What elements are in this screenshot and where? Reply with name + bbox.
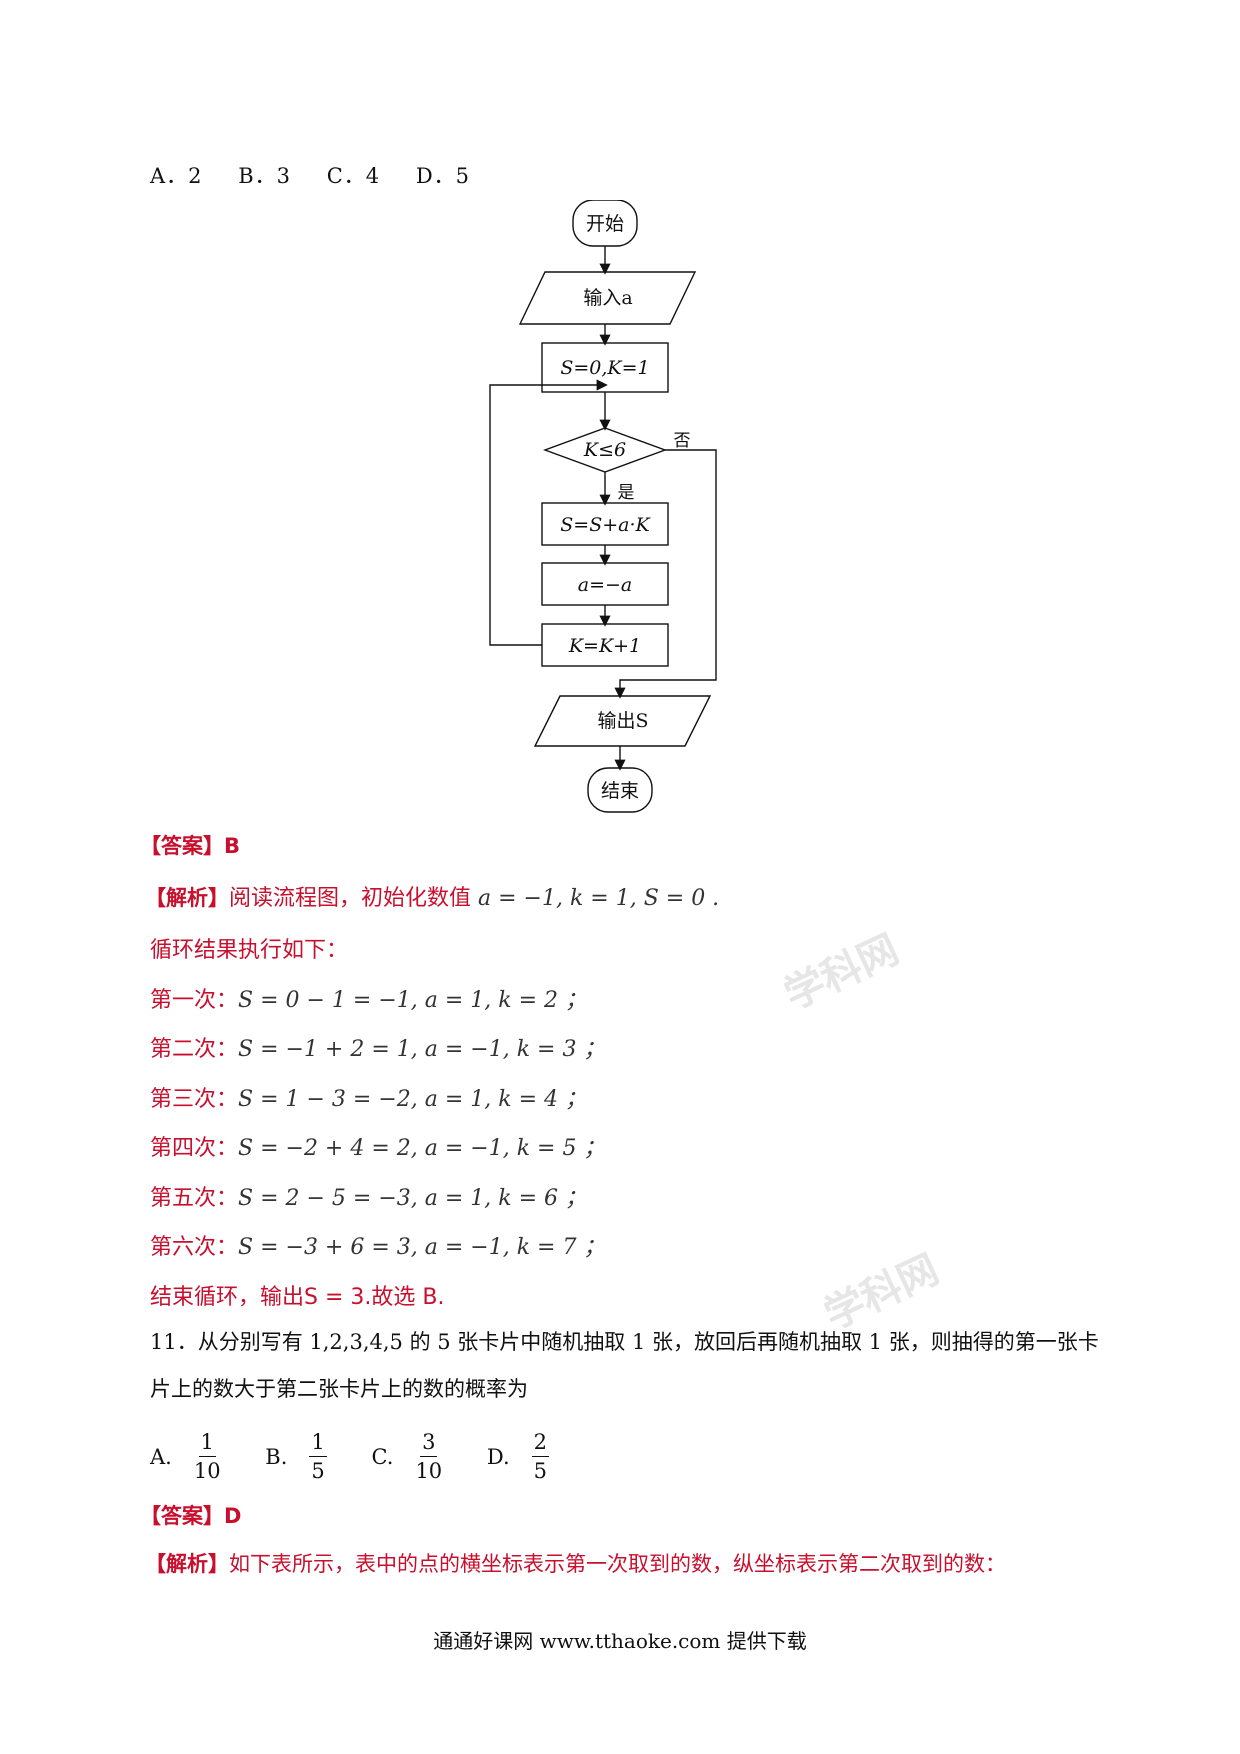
loop-row-expr: S = −3 + 6 = 3, a = −1, k = 7 ； — [238, 1235, 606, 1260]
loop-row: 第三次：S = 1 − 3 = −2, a = 1, k = 4 ； — [150, 1081, 587, 1113]
option-label: C. — [371, 1444, 394, 1469]
loop-row-expr: S = 2 − 5 = −3, a = 1, k = 6 ； — [238, 1186, 588, 1211]
question11-line2: 片上的数大于第二张卡片上的数的概率为 — [150, 1377, 528, 1401]
option-a: A．2 — [150, 164, 203, 188]
loop-row: 第二次：S = −1 + 2 = 1, a = −1, k = 3 ； — [150, 1031, 605, 1063]
numerator: 3 — [420, 1430, 438, 1457]
answer-value: D — [224, 1504, 242, 1528]
analysis11: 【解析】如下表所示，表中的点的横坐标表示第一次取到的数，纵坐标表示第二次取到的数… — [145, 1548, 1006, 1578]
loop-row-label: 第六次： — [150, 1235, 239, 1260]
flowchart: 开始 输入a S=0,K=1 K≤6 否 是 S=S+a·K a=−a K=K+… — [489, 200, 717, 813]
denominator: 10 — [193, 1459, 221, 1483]
question10-options: A．2 B．3 C．4 D．5 — [150, 160, 498, 190]
analysis-text: 如下表所示，表中的点的横坐标表示第一次取到的数，纵坐标表示第二次取到的数： — [229, 1552, 1006, 1576]
answer-tag: 【答案】 — [140, 834, 224, 858]
loop-row-expr: S = −2 + 4 = 2, a = −1, k = 5 ； — [238, 1136, 606, 1161]
step1-label: S=S+a·K — [560, 514, 651, 536]
numerator: 2 — [531, 1430, 549, 1457]
loop-back-line — [489, 379, 608, 646]
question11-line1: 11．从分别写有 1,2,3,4,5 的 5 张卡片中随机抽取 1 张，放回后再… — [150, 1330, 1099, 1354]
option-label: B. — [265, 1444, 288, 1469]
loop-row-expr: S = 0 − 1 = −1, a = 1, k = 2 ； — [238, 988, 588, 1013]
answer11: 【答案】D — [140, 1500, 241, 1530]
end-terminal — [587, 767, 653, 813]
end-label: 结束 — [601, 780, 639, 802]
loop-row: 第六次：S = −3 + 6 = 3, a = −1, k = 7 ； — [150, 1229, 605, 1261]
loop-row: 第四次：S = −2 + 4 = 2, a = −1, k = 5 ； — [150, 1130, 605, 1162]
fraction: 2 5 — [531, 1430, 549, 1483]
yes-label: 是 — [618, 483, 635, 503]
loop-row-label: 第三次： — [150, 1087, 239, 1112]
answer-tag: 【答案】 — [140, 1504, 224, 1528]
numerator: 1 — [309, 1430, 327, 1457]
denominator: 10 — [415, 1459, 443, 1483]
watermark: 学科网 — [777, 926, 906, 1019]
output-box — [533, 695, 712, 747]
option-label: A. — [150, 1444, 172, 1469]
init-label: S=0,K=1 — [560, 357, 649, 379]
option-c: C．4 — [326, 164, 381, 188]
loop-row: 第五次：S = 2 − 5 = −3, a = 1, k = 6 ； — [150, 1180, 587, 1212]
analysis-intro-expr: a = −1, k = 1, S = 0 . — [478, 886, 720, 911]
denominator: 5 — [311, 1459, 325, 1483]
start-label: 开始 — [586, 213, 624, 235]
no-branch-line — [614, 449, 717, 699]
option-d: D．5 — [415, 164, 471, 188]
loop-row-label: 第二次： — [150, 1037, 239, 1062]
loop-row: 第一次：S = 0 − 1 = −1, a = 1, k = 2 ； — [150, 982, 587, 1014]
option-c: C. 3 10 — [371, 1430, 442, 1483]
question11-options: A. 1 10 B. 1 5 C. 3 10 D. 2 5 — [150, 1430, 587, 1483]
answer-value: B — [224, 834, 241, 858]
loop-title: 循环结果执行如下： — [150, 938, 349, 963]
numerator: 1 — [198, 1430, 216, 1457]
output-label: 输出S — [597, 710, 648, 732]
loop-row-label: 第四次： — [150, 1136, 239, 1161]
analysis10-intro: 【解析】阅读流程图，初始化数值 a = −1, k = 1, S = 0 . — [145, 880, 719, 912]
step3-label: K=K+1 — [568, 635, 641, 657]
option-a: A. 1 10 — [150, 1430, 221, 1483]
option-d: D. 2 5 — [487, 1430, 549, 1483]
option-b: B. 1 5 — [265, 1430, 327, 1483]
page-footer: 通通好课网 www.tthaoke.com 提供下载 — [433, 1629, 807, 1653]
fraction: 1 10 — [194, 1430, 221, 1483]
option-label: D. — [486, 1444, 510, 1469]
analysis-tag: 【解析】 — [145, 886, 229, 910]
loop-row-expr: S = −1 + 2 = 1, a = −1, k = 3 ； — [238, 1037, 606, 1062]
denominator: 5 — [533, 1459, 547, 1483]
loop-row-label: 第一次： — [150, 988, 239, 1013]
step2-label: a=−a — [578, 574, 633, 596]
option-b: B．3 — [238, 164, 292, 188]
analysis-intro: 阅读流程图，初始化数值 — [229, 886, 472, 911]
analysis-tag: 【解析】 — [145, 1552, 229, 1576]
condition-label: K≤6 — [583, 439, 626, 461]
input-label: 输入a — [583, 287, 632, 309]
fraction: 1 5 — [309, 1430, 327, 1483]
loop-row-label: 第五次： — [150, 1186, 239, 1211]
fraction: 3 10 — [415, 1430, 442, 1483]
loop-conclusion: 结束循环，输出S = 3.故选 B. — [150, 1285, 445, 1310]
no-label: 否 — [674, 431, 691, 451]
answer10: 【答案】B — [140, 830, 240, 860]
input-box — [518, 271, 697, 325]
loop-row-expr: S = 1 − 3 = −2, a = 1, k = 4 ； — [238, 1087, 588, 1112]
